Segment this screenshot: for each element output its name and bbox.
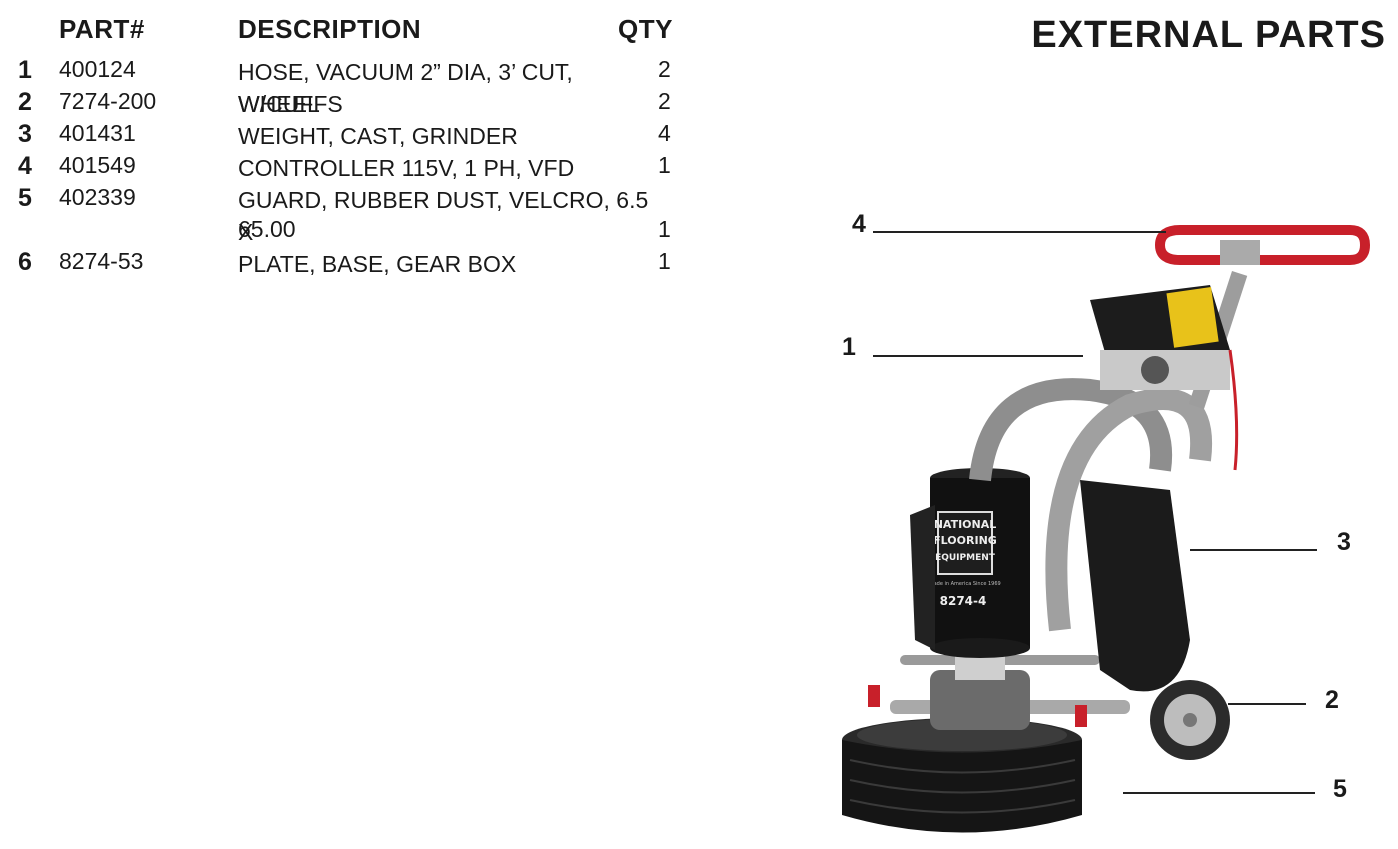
part-number: 7274-200 — [59, 88, 157, 114]
callout-leader-line — [873, 231, 1166, 233]
page-title: EXTERNAL PARTS — [1031, 14, 1386, 56]
cast-weight — [1080, 480, 1190, 692]
item-number: 4 — [18, 152, 32, 180]
table-row: 5 402339 GUARD, RUBBER DUST, VELCRO, 6.5… — [0, 184, 700, 248]
part-description: GUARD, RUBBER DUST, VELCRO, 6.5 X — [238, 187, 649, 245]
parts-table: PART# DESCRIPTION QTY 1 400124 HOSE, VAC… — [0, 0, 700, 300]
part-qty: 1 — [658, 152, 671, 178]
brand-line-1: NATIONAL — [934, 518, 997, 531]
base-handle-right — [1075, 705, 1087, 727]
table-row: 2 7274-200 WHEEL 2 — [0, 88, 700, 120]
callout-leader-line — [873, 355, 1083, 357]
header-qty: QTY — [618, 14, 673, 44]
part-number: 8274-53 — [59, 248, 144, 274]
callout-number: 4 — [852, 210, 866, 238]
part-number: 402339 — [59, 184, 136, 210]
part-number: 401549 — [59, 152, 136, 178]
push-handle — [1154, 225, 1371, 265]
vacuum-hose — [969, 378, 1173, 482]
part-description: WEIGHT, CAST, GRINDER — [238, 123, 518, 149]
item-number: 6 — [18, 248, 32, 276]
part-description: HOSE, VACUUM 2” DIA, 3’ CUT, W/CUFFS — [238, 59, 573, 117]
part-description: WHEEL — [238, 91, 320, 117]
table-row: 3 401431 WEIGHT, CAST, GRINDER 4 — [0, 120, 700, 152]
item-number: 3 — [18, 120, 32, 148]
part-number: 401431 — [59, 120, 136, 146]
part-qty: 2 — [658, 56, 671, 82]
part-description: PLATE, BASE, GEAR BOX — [238, 251, 517, 277]
model-number: 8274-4 — [940, 594, 987, 608]
part-number: 400124 — [59, 56, 136, 82]
brand-line-3: EQUIPMENT — [935, 553, 996, 563]
part-description: CONTROLLER 115V, 1 PH, VFD — [238, 155, 575, 181]
item-number: 1 — [18, 56, 32, 84]
header-description: DESCRIPTION — [238, 14, 422, 44]
floor-grinder-illustration: NATIONAL FLOORING EQUIPMENT Made in Amer… — [842, 225, 1371, 833]
item-number: 2 — [18, 88, 32, 116]
part-qty: 1 — [658, 216, 671, 242]
item-number: 5 — [18, 184, 32, 212]
callout-leader-line — [1123, 792, 1315, 794]
callout-leader-line — [1228, 703, 1306, 705]
callout-number: 3 — [1337, 528, 1351, 556]
part-qty: 2 — [658, 88, 671, 114]
gear-box — [930, 670, 1030, 730]
callout-number: 5 — [1333, 775, 1347, 803]
header-part-number: PART# — [59, 14, 145, 44]
table-row: 4 401549 CONTROLLER 115V, 1 PH, VFD 1 — [0, 152, 700, 184]
table-row: 6 8274-53 PLATE, BASE, GEAR BOX 1 — [0, 248, 700, 280]
part-description-continued: 65.00 — [238, 216, 296, 242]
part-qty: 4 — [658, 120, 671, 146]
callout-number: 1 — [842, 333, 856, 361]
callout-number: 2 — [1325, 686, 1339, 714]
callout-leader-line — [1190, 549, 1317, 551]
brand-line-2: FLOORING — [933, 534, 997, 547]
brand-tagline: Made in America Since 1969 — [929, 581, 1000, 587]
table-row: 1 400124 HOSE, VACUUM 2” DIA, 3’ CUT, W/… — [0, 56, 700, 117]
base-handle-left — [868, 685, 880, 707]
part-qty: 1 — [658, 248, 671, 274]
